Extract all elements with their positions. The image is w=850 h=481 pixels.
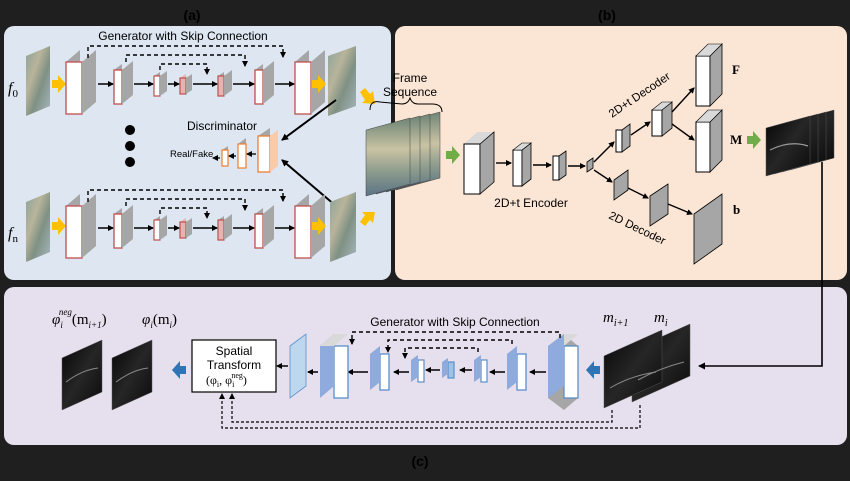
output-M-label: M bbox=[730, 132, 742, 147]
generated-frame-bottom bbox=[330, 192, 356, 262]
panel-b-background bbox=[395, 26, 847, 280]
panel-b-label: (b) bbox=[598, 7, 616, 23]
panel-c-background bbox=[4, 287, 847, 445]
panel-a: Generator with Skip Connection f0 bbox=[8, 29, 375, 262]
generator-top bbox=[65, 45, 325, 115]
panel-b: Frame Sequence 2D+t Encoder bbox=[365, 43, 835, 265]
input-fn-label: fn bbox=[8, 225, 18, 245]
discriminator-title: Discriminator bbox=[187, 119, 257, 133]
dashed-link-m-next bbox=[229, 393, 613, 423]
blue-arrow-icon bbox=[172, 361, 186, 379]
frame-texture bbox=[65, 367, 99, 383]
input-frame-top bbox=[26, 46, 50, 116]
input-frame-bottom bbox=[26, 192, 50, 262]
panel-a-background bbox=[4, 26, 391, 280]
output-warped-frame bbox=[111, 339, 153, 411]
output-neg-label: φineg(mi+1) bbox=[52, 307, 107, 330]
output-warped-neg-frame bbox=[61, 339, 103, 411]
mask-sequence-stack bbox=[765, 109, 835, 177]
spatial-transform-args: (φi, φineg) bbox=[206, 371, 247, 389]
decoder-2d bbox=[593, 169, 693, 227]
yellow-arrow-icon bbox=[360, 88, 375, 104]
generator-bottom bbox=[65, 189, 325, 259]
spatial-transform-line2: Transform bbox=[207, 358, 261, 372]
output-F-label: F bbox=[732, 62, 740, 77]
blue-arrow-icon bbox=[586, 361, 600, 379]
green-arrow-icon bbox=[747, 131, 761, 149]
output-pos-label: φi(mi) bbox=[142, 312, 177, 330]
panel-c: Generator with Skip Connection mi+1 mi bbox=[52, 307, 691, 429]
yellow-arrow-icon bbox=[52, 75, 66, 93]
discriminator-blocks bbox=[212, 128, 278, 173]
output-M-block bbox=[695, 109, 723, 173]
encoder-2dt bbox=[463, 131, 594, 195]
real-fake-label: Real/Fake bbox=[170, 149, 213, 160]
yellow-arrow-icon bbox=[312, 75, 326, 93]
decoder-2dt bbox=[593, 87, 695, 163]
arrow-to-discriminator bbox=[281, 159, 337, 207]
spatial-transform-line1: Spatial bbox=[216, 344, 253, 358]
generator-c bbox=[276, 331, 579, 410]
output-b-label: b bbox=[733, 202, 740, 217]
frame-texture bbox=[637, 361, 685, 381]
encoder-label: 2D+t Encoder bbox=[494, 196, 568, 210]
input-m-next-frame bbox=[603, 329, 663, 409]
dashed-link-m-current bbox=[219, 393, 641, 429]
yellow-arrow-icon bbox=[360, 212, 375, 226]
ellipsis-dot bbox=[125, 157, 135, 167]
ellipsis-dot bbox=[125, 141, 135, 151]
generated-frame-top bbox=[328, 46, 356, 116]
yellow-arrow-icon bbox=[312, 217, 326, 235]
yellow-arrow-icon bbox=[52, 217, 66, 235]
panel-c-label: (c) bbox=[411, 453, 428, 469]
frame-sequence-label-line2: Sequence bbox=[383, 85, 437, 99]
green-arrow-icon bbox=[446, 146, 460, 164]
arrow-to-discriminator bbox=[281, 99, 337, 141]
frame-texture bbox=[115, 367, 149, 383]
input-m-current-label: mi bbox=[654, 310, 668, 329]
connector-b-to-c bbox=[698, 162, 823, 370]
ellipsis-dot bbox=[125, 125, 135, 135]
frame-sequence-label-line1: Frame bbox=[393, 71, 428, 85]
frame-sequence-stack bbox=[365, 111, 441, 197]
spatial-transform-box bbox=[191, 339, 277, 393]
frame-sequence-brace bbox=[369, 96, 443, 113]
generator-title-c: Generator with Skip Connection bbox=[370, 315, 539, 329]
generator-title-a: Generator with Skip Connection bbox=[98, 29, 267, 43]
output-F-block bbox=[695, 43, 723, 107]
input-m-next-label: mi+1 bbox=[603, 310, 628, 329]
input-f0-label: f0 bbox=[8, 80, 18, 100]
output-b-block bbox=[693, 193, 723, 265]
panel-a-label: (a) bbox=[183, 7, 200, 23]
